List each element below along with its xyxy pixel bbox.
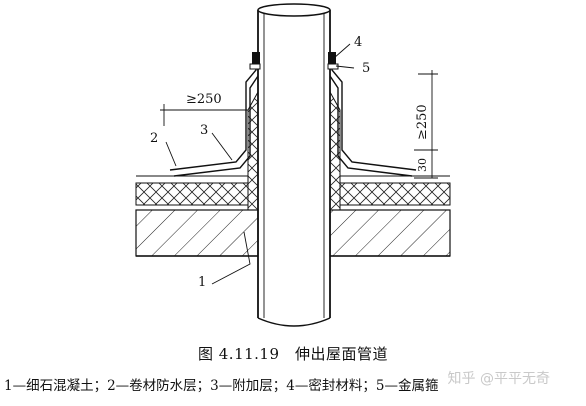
label-4: 4: [354, 35, 362, 50]
concrete-collar: [247, 90, 341, 211]
membrane-layers: [169, 60, 417, 177]
label-5: 5: [362, 61, 370, 76]
label-3: 3: [200, 123, 208, 138]
figure-legend: 1—细石混凝土；2—卷材防水层；3—附加层；4—密封材料；5—金属箍: [4, 378, 439, 394]
figure-caption: 图 4.11.19 伸出屋面管道: [197, 345, 389, 363]
dim-30: 30: [416, 158, 429, 172]
dim-vertical-250: ≥250: [415, 104, 430, 140]
dim-horizontal-250: ≥250: [186, 92, 222, 107]
label-2: 2: [150, 131, 158, 146]
insulation-layer: [135, 175, 451, 206]
label-1: 1: [198, 275, 206, 290]
pipe: [257, 3, 331, 327]
roof-slab: [135, 209, 451, 257]
watermark: 知乎 @平平无奇: [447, 371, 550, 387]
sealant-and-hoop: [249, 52, 339, 70]
dimension-lines: [160, 70, 438, 179]
leader-lines: [165, 43, 355, 285]
